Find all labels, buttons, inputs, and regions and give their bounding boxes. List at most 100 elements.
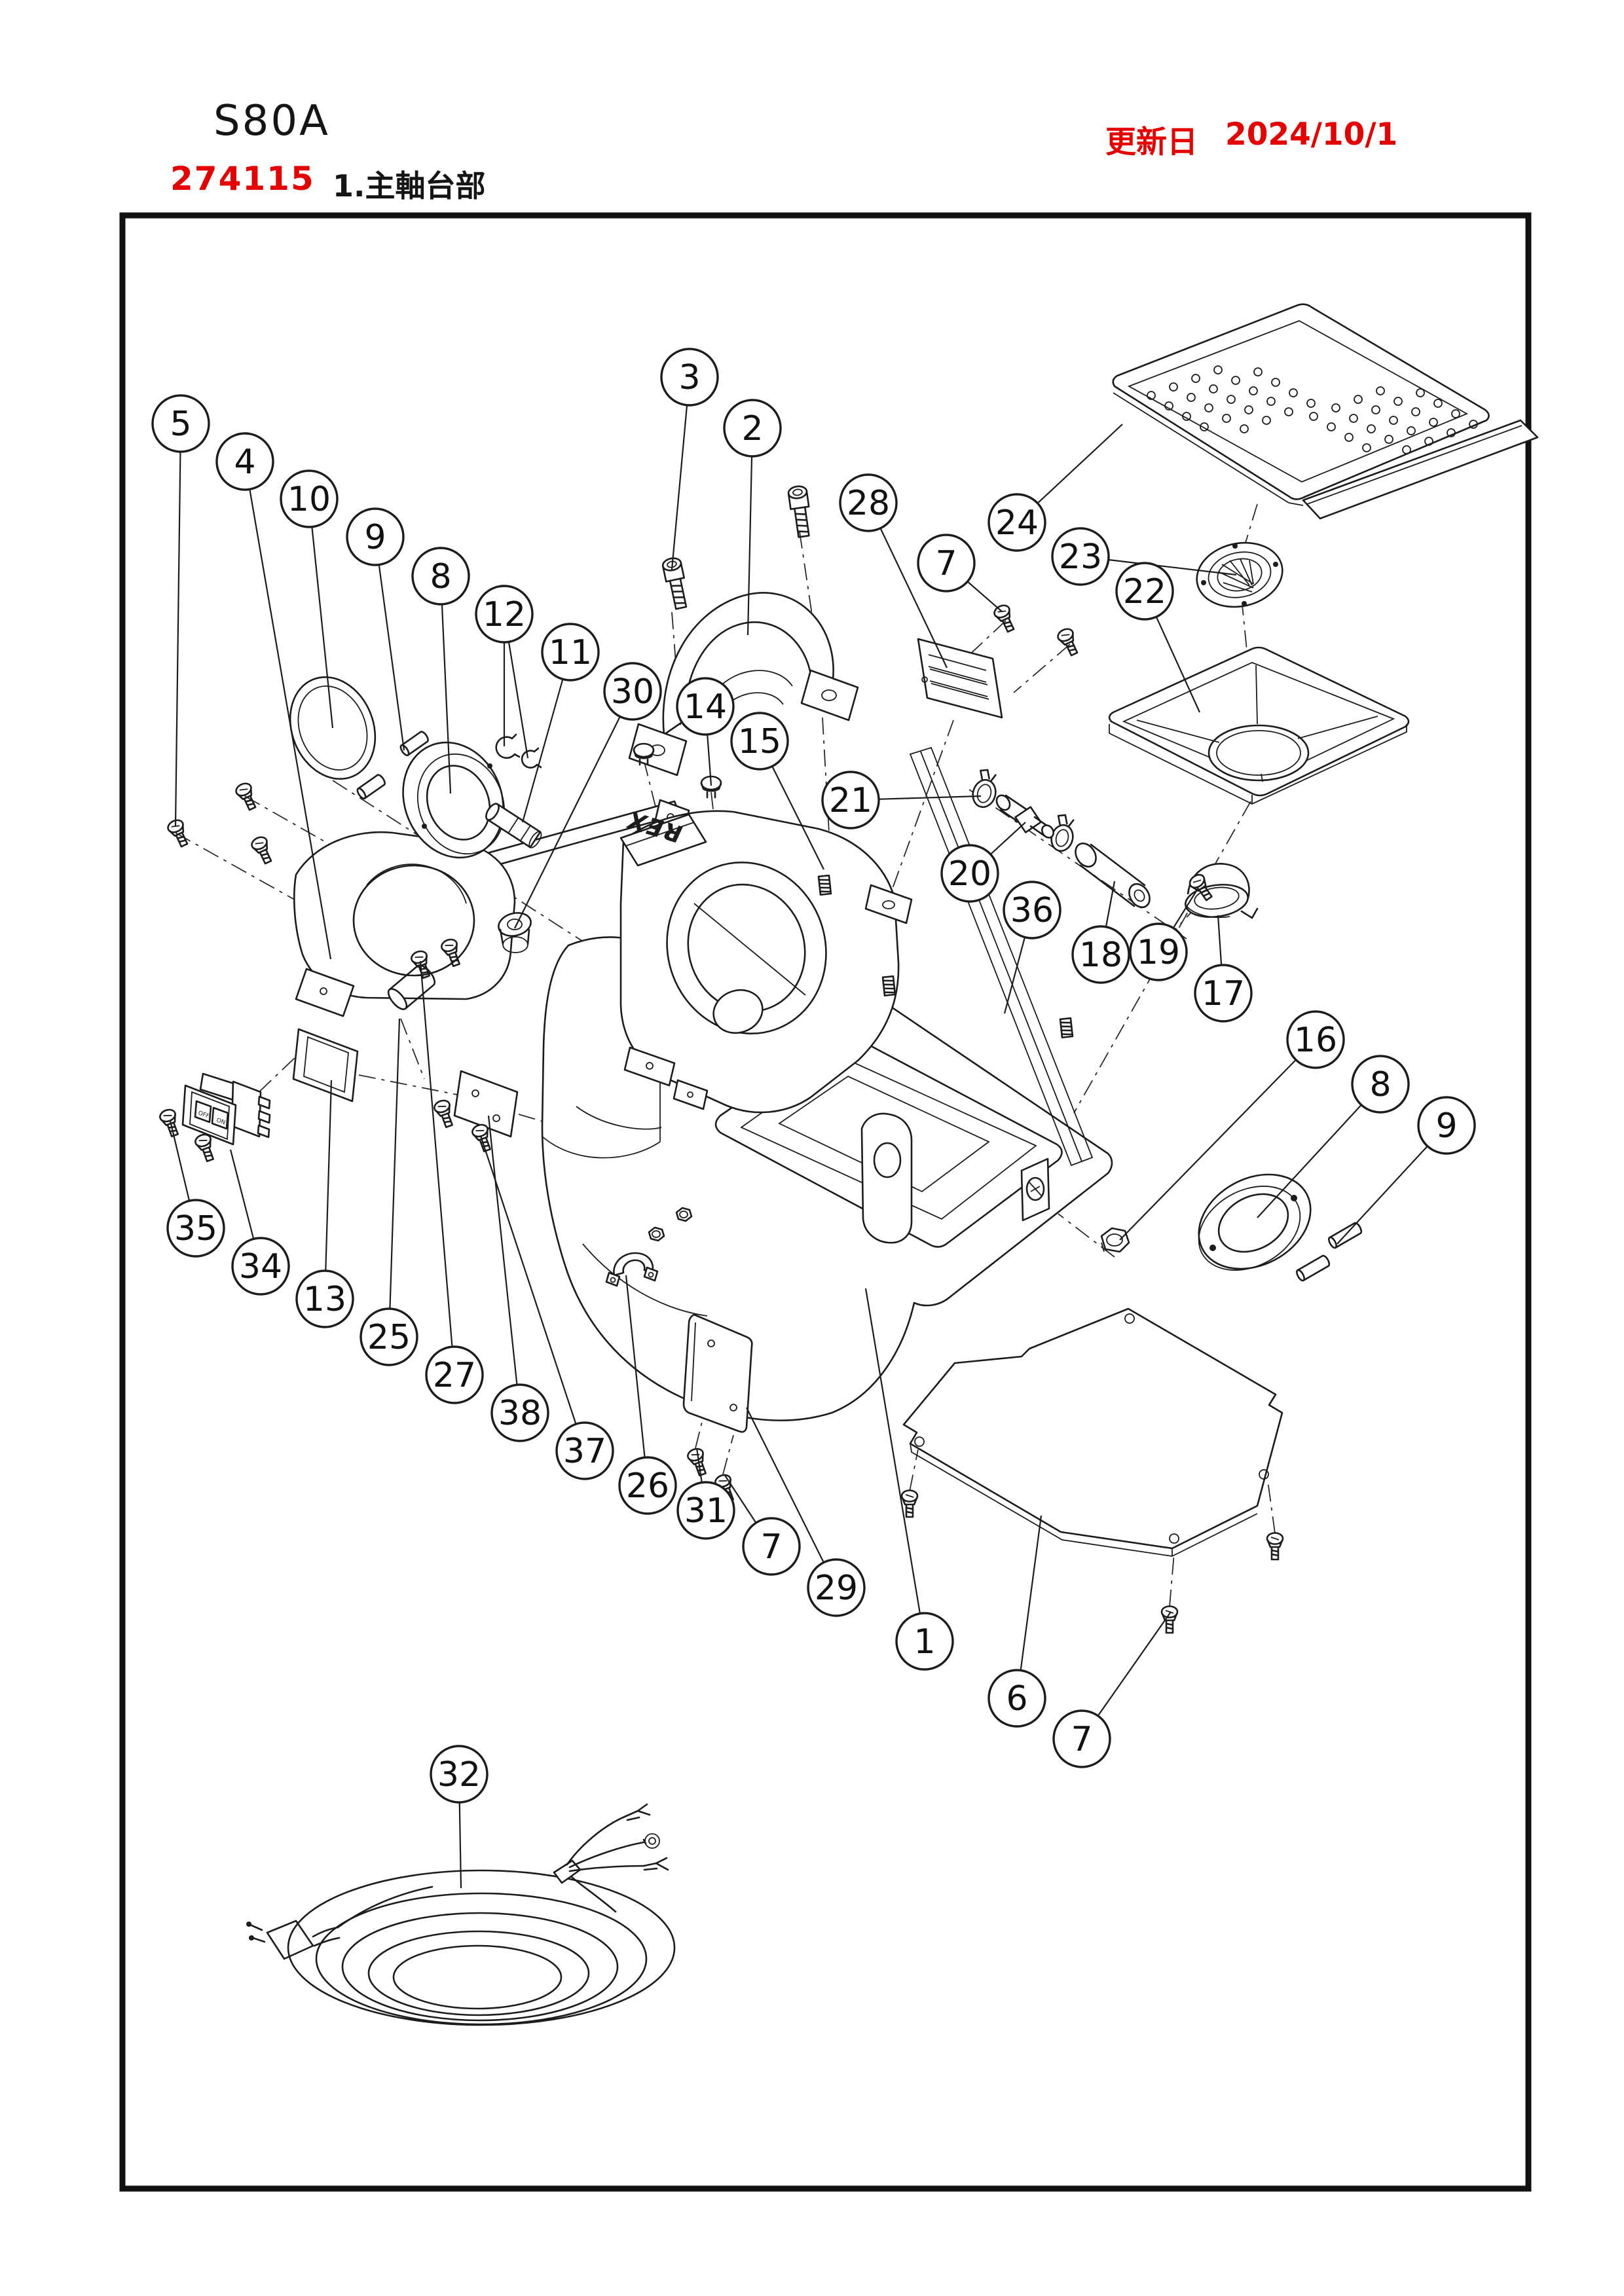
screw-icon <box>1162 1607 1177 1633</box>
svg-text:10: 10 <box>287 480 331 519</box>
callout-16: 16 <box>1120 1011 1344 1240</box>
valve-stem <box>994 793 1056 840</box>
update-value: 2024/10/1 <box>1225 117 1398 153</box>
callout-27: 27 <box>420 961 483 1403</box>
update-label: 更新日 <box>1105 124 1198 160</box>
callout-22: 22 <box>1116 563 1200 712</box>
svg-text:1: 1 <box>913 1622 935 1662</box>
callout-28: 28 <box>840 475 947 668</box>
callout-15: 15 <box>731 713 824 869</box>
callout-20: 20 <box>942 822 1025 902</box>
svg-text:32: 32 <box>437 1755 481 1795</box>
hex-nut <box>649 1228 664 1241</box>
socket-bolts <box>661 485 813 610</box>
update-date: 更新日 2024/10/1 <box>1105 117 1397 162</box>
screw-icon <box>433 1099 456 1129</box>
callout-34: 34 <box>231 1150 289 1294</box>
switch-on-label: ON <box>215 1117 226 1126</box>
screw-icon <box>902 1491 917 1518</box>
section-title: 1.主軸台部 <box>333 168 486 204</box>
callout-21: 21 <box>822 772 981 828</box>
callout-14: 14 <box>677 678 733 786</box>
screw-icon <box>166 818 192 848</box>
bearing-guard <box>294 800 689 1016</box>
power-switch: OFF ON <box>183 1074 270 1144</box>
callout-18: 18 <box>1073 881 1129 983</box>
side-panel <box>910 748 1092 1165</box>
callout-25: 25 <box>361 1019 417 1365</box>
svg-text:8: 8 <box>430 557 451 596</box>
bottom-plate <box>904 1309 1282 1556</box>
callout-29: 29 <box>747 1408 864 1616</box>
mesh-disc <box>1190 535 1288 614</box>
svg-text:36: 36 <box>1010 891 1054 930</box>
svg-text:38: 38 <box>498 1394 542 1433</box>
svg-text:30: 30 <box>611 672 654 712</box>
callout-2: 2 <box>724 400 781 635</box>
screw-icon <box>1056 627 1082 657</box>
svg-text:11: 11 <box>549 633 592 672</box>
bearing-ring-right <box>1183 1156 1327 1287</box>
callout-8: 8 <box>1257 1056 1409 1218</box>
pin-icon <box>356 774 386 800</box>
callout-31: 31 <box>678 1448 734 1539</box>
hex-plug <box>1101 1228 1129 1252</box>
switch-gasket-and-cover <box>293 1029 517 1137</box>
svg-text:9: 9 <box>1435 1106 1457 1146</box>
callout-9: 9 <box>1337 1097 1475 1244</box>
screw-icon <box>1267 1533 1283 1560</box>
svg-text:17: 17 <box>1202 974 1245 1013</box>
button-pin-icon <box>634 744 654 765</box>
set-screw-icon <box>1060 1018 1073 1038</box>
power-cord <box>246 1804 674 2025</box>
svg-text:7: 7 <box>760 1527 782 1567</box>
screw-icon <box>250 835 276 866</box>
set-screw-icon <box>883 976 895 996</box>
part-code: 274115 <box>170 160 315 198</box>
pin-icon <box>1295 1254 1331 1282</box>
svg-text:25: 25 <box>367 1318 411 1357</box>
svg-text:27: 27 <box>433 1356 476 1395</box>
callout-35: 35 <box>168 1121 224 1256</box>
louver-vent <box>918 639 1002 718</box>
callout-8: 8 <box>413 548 469 793</box>
shaft-and-bushing <box>484 801 544 953</box>
perforated-screen <box>1113 304 1538 519</box>
svg-text:2: 2 <box>741 409 763 448</box>
svg-text:34: 34 <box>239 1247 282 1286</box>
hose-clamps-and-stem <box>970 768 1154 911</box>
svg-text:29: 29 <box>815 1569 858 1608</box>
screw-icon <box>1187 872 1215 903</box>
svg-text:37: 37 <box>563 1432 606 1471</box>
svg-text:20: 20 <box>948 854 991 894</box>
svg-text:18: 18 <box>1079 936 1122 975</box>
svg-text:35: 35 <box>174 1209 217 1248</box>
filter-tray <box>1109 647 1409 804</box>
callout-38: 38 <box>489 1116 548 1441</box>
svg-text:7: 7 <box>1071 1720 1092 1759</box>
diagram-frame <box>122 215 1528 2189</box>
svg-text:4: 4 <box>234 443 255 482</box>
pin-icon <box>1327 1222 1363 1249</box>
callout-3: 3 <box>661 349 718 570</box>
callout-4: 4 <box>217 433 331 959</box>
callout-9: 9 <box>347 509 404 750</box>
callout-37: 37 <box>481 1136 613 1479</box>
screw-icon <box>440 938 464 968</box>
callout-10: 10 <box>281 471 337 728</box>
svg-text:13: 13 <box>303 1280 346 1319</box>
set-screw-icon <box>819 875 831 895</box>
svg-text:14: 14 <box>684 687 727 727</box>
callout-36: 36 <box>1004 882 1060 1013</box>
svg-text:6: 6 <box>1006 1679 1027 1719</box>
pin-icon <box>385 962 437 1012</box>
screw-icon <box>234 781 260 812</box>
svg-text:22: 22 <box>1123 572 1166 611</box>
svg-text:23: 23 <box>1059 538 1102 577</box>
callout-23: 23 <box>1052 528 1236 585</box>
hex-nut <box>676 1208 692 1221</box>
svg-text:12: 12 <box>483 595 526 634</box>
